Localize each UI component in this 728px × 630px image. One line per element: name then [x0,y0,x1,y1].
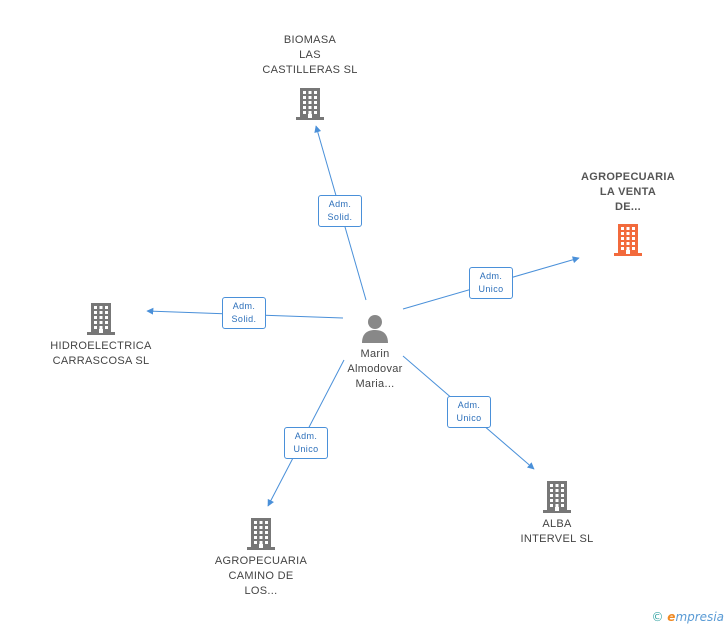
relation-type: Unico [456,413,482,423]
relation-label-biomasa[interactable]: Adm. Solid. [318,195,362,227]
relation-type: Unico [293,444,319,454]
relation-type: Solid. [327,212,353,222]
person-name: Marin Almodovar Maria... [347,348,403,390]
relation-type: Solid. [231,314,257,324]
company-name: AGROPECUARIA LA VENTA DE... [580,171,676,213]
building-icon [296,88,324,120]
building-icon [247,518,275,550]
brand-logo: empresia [667,610,724,624]
relation-label-alba[interactable]: Adm. Unico [447,396,491,428]
relation-role: Adm. [328,199,352,209]
building-icon [543,481,571,513]
relation-role: Adm. [294,431,318,441]
relation-type: Unico [478,284,504,294]
relation-role: Adm. [479,271,503,281]
footer-credit[interactable]: © empresia [651,610,724,624]
company-name: HIDROELECTRICA CARRASCOSA SL [50,340,152,367]
building-icon [614,224,642,256]
company-name: AGROPECUARIA CAMINO DE LOS... [214,555,308,597]
relation-label-agropecuaria-venta[interactable]: Adm. Unico [469,267,513,299]
relation-role: Adm. [457,400,481,410]
relation-label-hidroelectrica[interactable]: Adm. Solid. [222,297,266,329]
company-name: BIOMASA LAS CASTILLERAS SL [262,34,358,76]
company-name: ALBA INTERVEL SL [520,518,594,545]
relation-role: Adm. [232,301,256,311]
person-icon [362,315,388,343]
building-icon [87,303,115,335]
copyright-icon: © [651,610,664,624]
relation-label-agropecuaria-camino[interactable]: Adm. Unico [284,427,328,459]
